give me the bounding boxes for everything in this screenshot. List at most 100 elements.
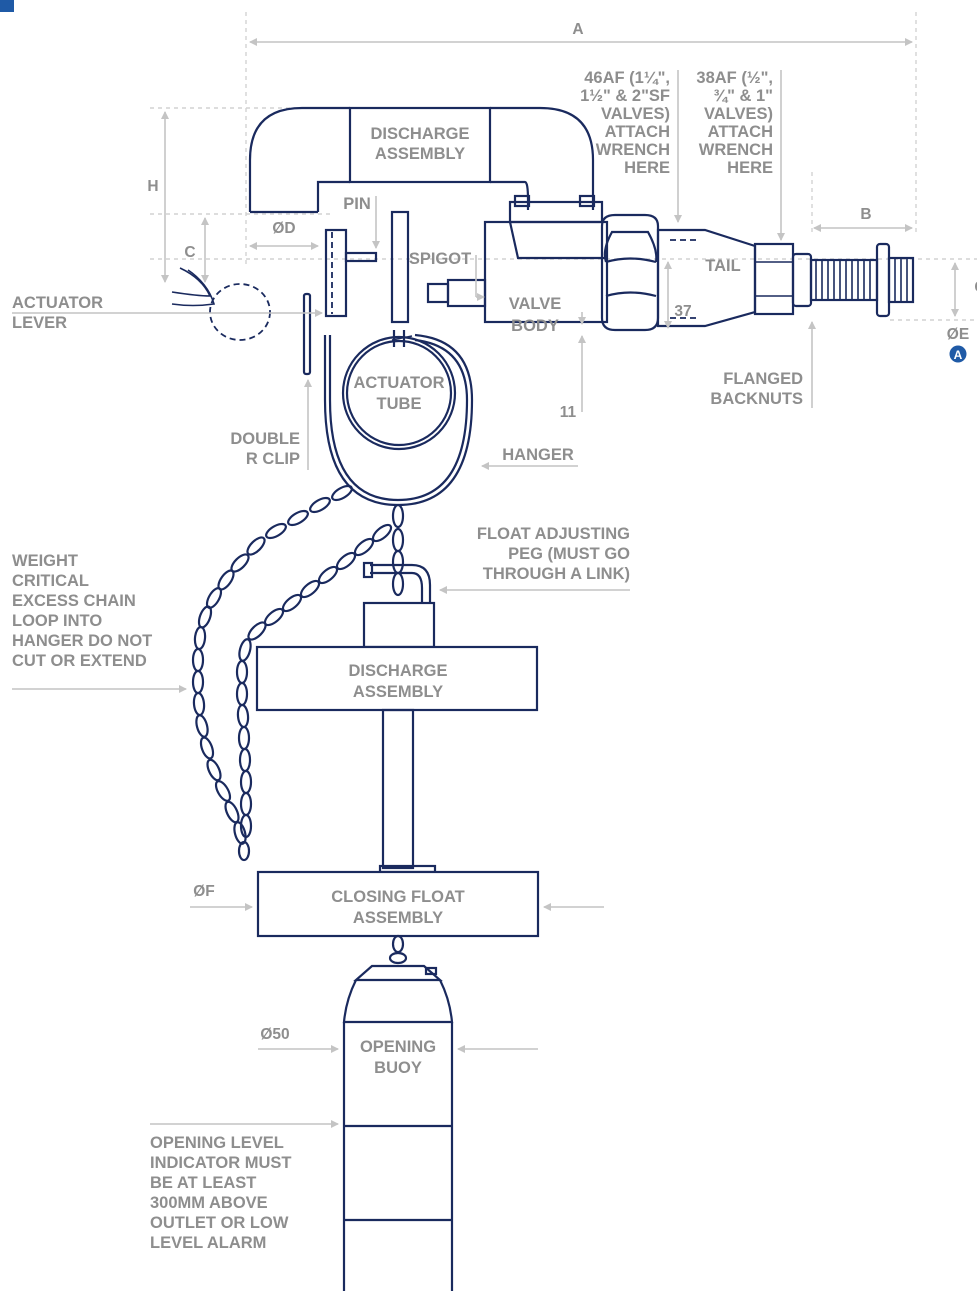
weight-critical-line5: HANGER DO NOT: [12, 632, 152, 650]
dimension-37: 37: [664, 261, 692, 329]
dimension-b-label: B: [860, 206, 871, 223]
spigot: [390, 210, 413, 341]
wrench-46-line6: HERE: [624, 159, 670, 177]
mid-discharge-label-line1: DISCHARGE: [348, 662, 447, 680]
chain-center-strand: [391, 527, 405, 597]
opening-buoy: OPENING BUOY Ø50: [258, 1022, 538, 1291]
wrench-46-line3: VALVES): [601, 105, 670, 123]
spigot-callout: SPIGOT: [409, 250, 485, 301]
dimension-37-label: 37: [674, 303, 691, 320]
dimension-a-label: A: [572, 21, 583, 38]
corner-accent-bar: [0, 0, 14, 12]
thread-lines: [815, 260, 871, 300]
closing-float-assembly: CLOSING FLOAT ASSEMBLY ØF: [190, 870, 604, 938]
opening-level-line2: INDICATOR MUST: [150, 1154, 291, 1172]
dimension-50-label: Ø50: [260, 1026, 289, 1043]
dimension-e-label: ØE: [947, 326, 969, 343]
top-discharge-label-line2: ASSEMBLY: [375, 145, 465, 163]
dimension-11: 11: [560, 312, 586, 421]
float-adjusting-peg: FLOAT ADJUSTING PEG (MUST GO THROUGH A L…: [362, 525, 630, 605]
opening-level-line6: LEVEL ALARM: [150, 1234, 266, 1252]
double-r-clip-line1: DOUBLE: [230, 430, 300, 448]
wrench-note-46af: 46AF (1¼", 1½" & 2"SF VALVES) ATTACH WRE…: [580, 69, 682, 223]
hanger: HANGER: [323, 330, 578, 507]
hanger-label: HANGER: [502, 446, 574, 464]
extension-guides: [150, 12, 977, 321]
dimension-d-label: ØD: [272, 220, 295, 237]
opening-level-line4: 300MM ABOVE: [150, 1194, 268, 1212]
double-r-clip-line2: R CLIP: [246, 450, 300, 468]
actuator-tube-label-line2: TUBE: [377, 395, 422, 413]
flanged-backnuts-callout: FLANGED BACKNUTS: [710, 321, 816, 408]
top-discharge-assembly: DISCHARGE ASSEMBLY: [248, 106, 595, 214]
actuator-lever-label-line2: LEVER: [12, 314, 67, 332]
weight-critical-line3: EXCESS CHAIN: [12, 592, 136, 610]
wrench-note-38af: 38AF (½", ¾" & 1" VALVES) ATTACH WRENCH …: [696, 69, 785, 241]
chain-right-strand: [235, 503, 405, 839]
wrench-38-line4: ATTACH: [708, 123, 773, 141]
pin-label: PIN: [343, 195, 371, 213]
dimension-a: A: [249, 21, 913, 46]
closing-float-label-line2: ASSEMBLY: [353, 909, 443, 927]
dimension-h-label: H: [147, 178, 158, 195]
weight-critical-line6: CUT OR EXTEND: [12, 652, 147, 670]
float-peg-line2: PEG (MUST GO: [508, 545, 630, 563]
dimension-e: ØE A: [947, 326, 969, 363]
opening-level-line3: BE AT LEAST: [150, 1174, 256, 1192]
dimension-b: B: [811, 172, 913, 235]
float-peg-line1: FLOAT ADJUSTING: [477, 525, 630, 543]
opening-buoy-label-line2: BUOY: [374, 1059, 422, 1077]
buoy-connector: [342, 934, 454, 1024]
wrench-38-line5: WRENCH: [699, 141, 773, 159]
closing-float-label-line1: CLOSING FLOAT: [331, 888, 465, 906]
valve-body-label-line2: BODY: [511, 317, 559, 335]
dimension-h: H: [147, 111, 169, 283]
badge-a-icon: [949, 345, 967, 363]
wrench-38-line3: VALVES): [704, 105, 773, 123]
valve-body-label-line1: VALVE: [509, 295, 562, 313]
wrench-46-line4: ATTACH: [605, 123, 670, 141]
badge-a-label: A: [954, 348, 963, 362]
tail-fitting: TAIL: [656, 228, 795, 328]
double-r-clip-callout: DOUBLE R CLIP: [230, 379, 312, 470]
dimension-c-left-label: C: [184, 244, 195, 261]
pin-callout: PIN: [343, 195, 380, 249]
weight-critical-callout: WEIGHT CRITICAL EXCESS CHAIN LOOP INTO H…: [12, 552, 187, 693]
opening-level-line1: OPENING LEVEL: [150, 1134, 284, 1152]
mid-discharge-label-line2: ASSEMBLY: [353, 683, 443, 701]
dimension-11-label: 11: [560, 404, 577, 421]
wrench-46-line1: 46AF (1¼",: [584, 69, 670, 87]
flanged-backnuts-line1: FLANGED: [723, 370, 803, 388]
middle-discharge-assembly: DISCHARGE ASSEMBLY: [255, 601, 539, 712]
spigot-label: SPIGOT: [409, 250, 471, 268]
flanged-backnuts: [791, 242, 915, 318]
central-stem: [378, 708, 437, 874]
valve-body: VALVE BODY: [426, 194, 609, 335]
wrench-46-line2: 1½" & 2"SF: [580, 87, 670, 105]
actuator-tube: ACTUATOR TUBE: [341, 335, 457, 451]
dimension-c-right: C: [951, 262, 977, 317]
hex-nut: [600, 213, 660, 332]
weight-critical-line4: LOOP INTO: [12, 612, 102, 630]
opening-level-callout: OPENING LEVEL INDICATOR MUST BE AT LEAST…: [150, 1120, 339, 1252]
actuator-lever-plate: [302, 228, 378, 376]
dimension-d: ØD: [249, 220, 319, 250]
weight-critical-line2: CRITICAL: [12, 572, 89, 590]
wrench-46-line5: WRENCH: [596, 141, 670, 159]
opening-buoy-label-line1: OPENING: [360, 1038, 436, 1056]
chain-left-strand: [191, 484, 353, 862]
float-peg-line3: THROUGH A LINK): [483, 565, 630, 583]
dimension-c-right-label: C: [974, 279, 977, 296]
actuator-lever: ACTUATOR LEVER: [12, 267, 323, 341]
weight-critical-line1: WEIGHT: [12, 552, 78, 570]
tail-label: TAIL: [705, 257, 740, 275]
dimension-c-left: C: [184, 217, 209, 283]
wrench-38-line6: HERE: [727, 159, 773, 177]
wrench-38-line2: ¾" & 1": [713, 87, 773, 105]
chain: [191, 484, 405, 862]
actuator-tube-label-line1: ACTUATOR: [353, 374, 444, 392]
top-discharge-label-line1: DISCHARGE: [370, 125, 469, 143]
flanged-backnuts-line2: BACKNUTS: [710, 390, 803, 408]
opening-level-line5: OUTLET OR LOW: [150, 1214, 289, 1232]
